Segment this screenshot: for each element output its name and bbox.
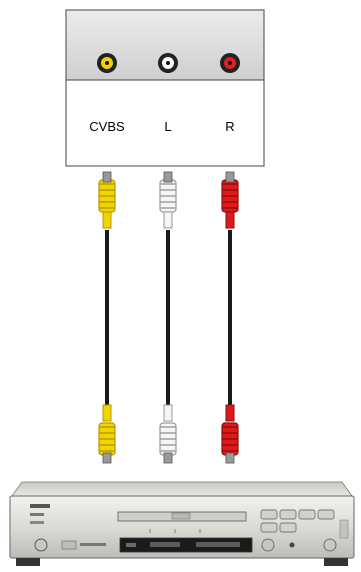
l-jack bbox=[158, 53, 178, 73]
red-plug-bottom bbox=[221, 404, 239, 464]
white-plug-bottom bbox=[159, 404, 177, 464]
red-plug-bottom-strain-relief bbox=[225, 404, 235, 422]
indicator-led bbox=[289, 542, 295, 548]
red-plug-top bbox=[221, 171, 239, 229]
dvd-player bbox=[9, 481, 355, 566]
white-plug-top-strain-relief bbox=[163, 211, 173, 229]
volume-knob[interactable] bbox=[323, 538, 337, 552]
yellow-plug-bottom-tip bbox=[102, 452, 112, 464]
power-button[interactable] bbox=[34, 538, 48, 552]
yellow-plug-top-tip bbox=[102, 171, 112, 183]
rca-cables bbox=[98, 171, 239, 464]
side-label bbox=[339, 519, 349, 539]
tray-slot bbox=[171, 512, 191, 520]
r-label: R bbox=[225, 119, 234, 134]
white-plug-bottom-strain-relief bbox=[163, 404, 173, 422]
play-button[interactable] bbox=[279, 509, 297, 520]
open-close-button[interactable] bbox=[260, 509, 278, 520]
brand-logo bbox=[30, 504, 50, 508]
connector-panel: CVBS L R bbox=[65, 9, 265, 167]
stop-button[interactable] bbox=[317, 509, 335, 520]
yellow-plug-top-strain-relief bbox=[102, 211, 112, 229]
white-plug-bottom-tip bbox=[163, 452, 173, 464]
display-segment bbox=[150, 542, 180, 547]
model-badge bbox=[30, 513, 44, 516]
player-foot-left bbox=[16, 558, 40, 566]
cvbs-label: CVBS bbox=[89, 119, 125, 134]
headphone-jack bbox=[61, 540, 77, 550]
display-segment bbox=[196, 542, 240, 547]
yellow-plug-bottom bbox=[98, 404, 116, 464]
red-plug-top-strain-relief bbox=[225, 211, 235, 229]
display-panel bbox=[119, 537, 253, 553]
front-text bbox=[80, 543, 106, 546]
model-badge-2 bbox=[30, 521, 44, 524]
panel-label-area bbox=[65, 79, 265, 167]
pause-button[interactable] bbox=[298, 509, 316, 520]
yellow-cable bbox=[98, 171, 116, 464]
jog-knob[interactable] bbox=[261, 538, 275, 552]
player-foot-right bbox=[324, 558, 348, 566]
r-jack bbox=[220, 53, 240, 73]
player-top bbox=[11, 481, 353, 497]
skip-back-button[interactable] bbox=[260, 522, 278, 533]
l-label: L bbox=[164, 119, 171, 134]
display-segment bbox=[126, 543, 136, 547]
skip-forward-button[interactable] bbox=[279, 522, 297, 533]
white-plug-top bbox=[159, 171, 177, 229]
red-cable bbox=[221, 171, 239, 464]
white-plug-top-tip bbox=[163, 171, 173, 183]
white-cable bbox=[159, 171, 177, 464]
cvbs-jack bbox=[97, 53, 117, 73]
yellow-plug-bottom-strain-relief bbox=[102, 404, 112, 422]
red-plug-top-tip bbox=[225, 171, 235, 183]
yellow-plug-top bbox=[98, 171, 116, 229]
red-plug-bottom-tip bbox=[225, 452, 235, 464]
